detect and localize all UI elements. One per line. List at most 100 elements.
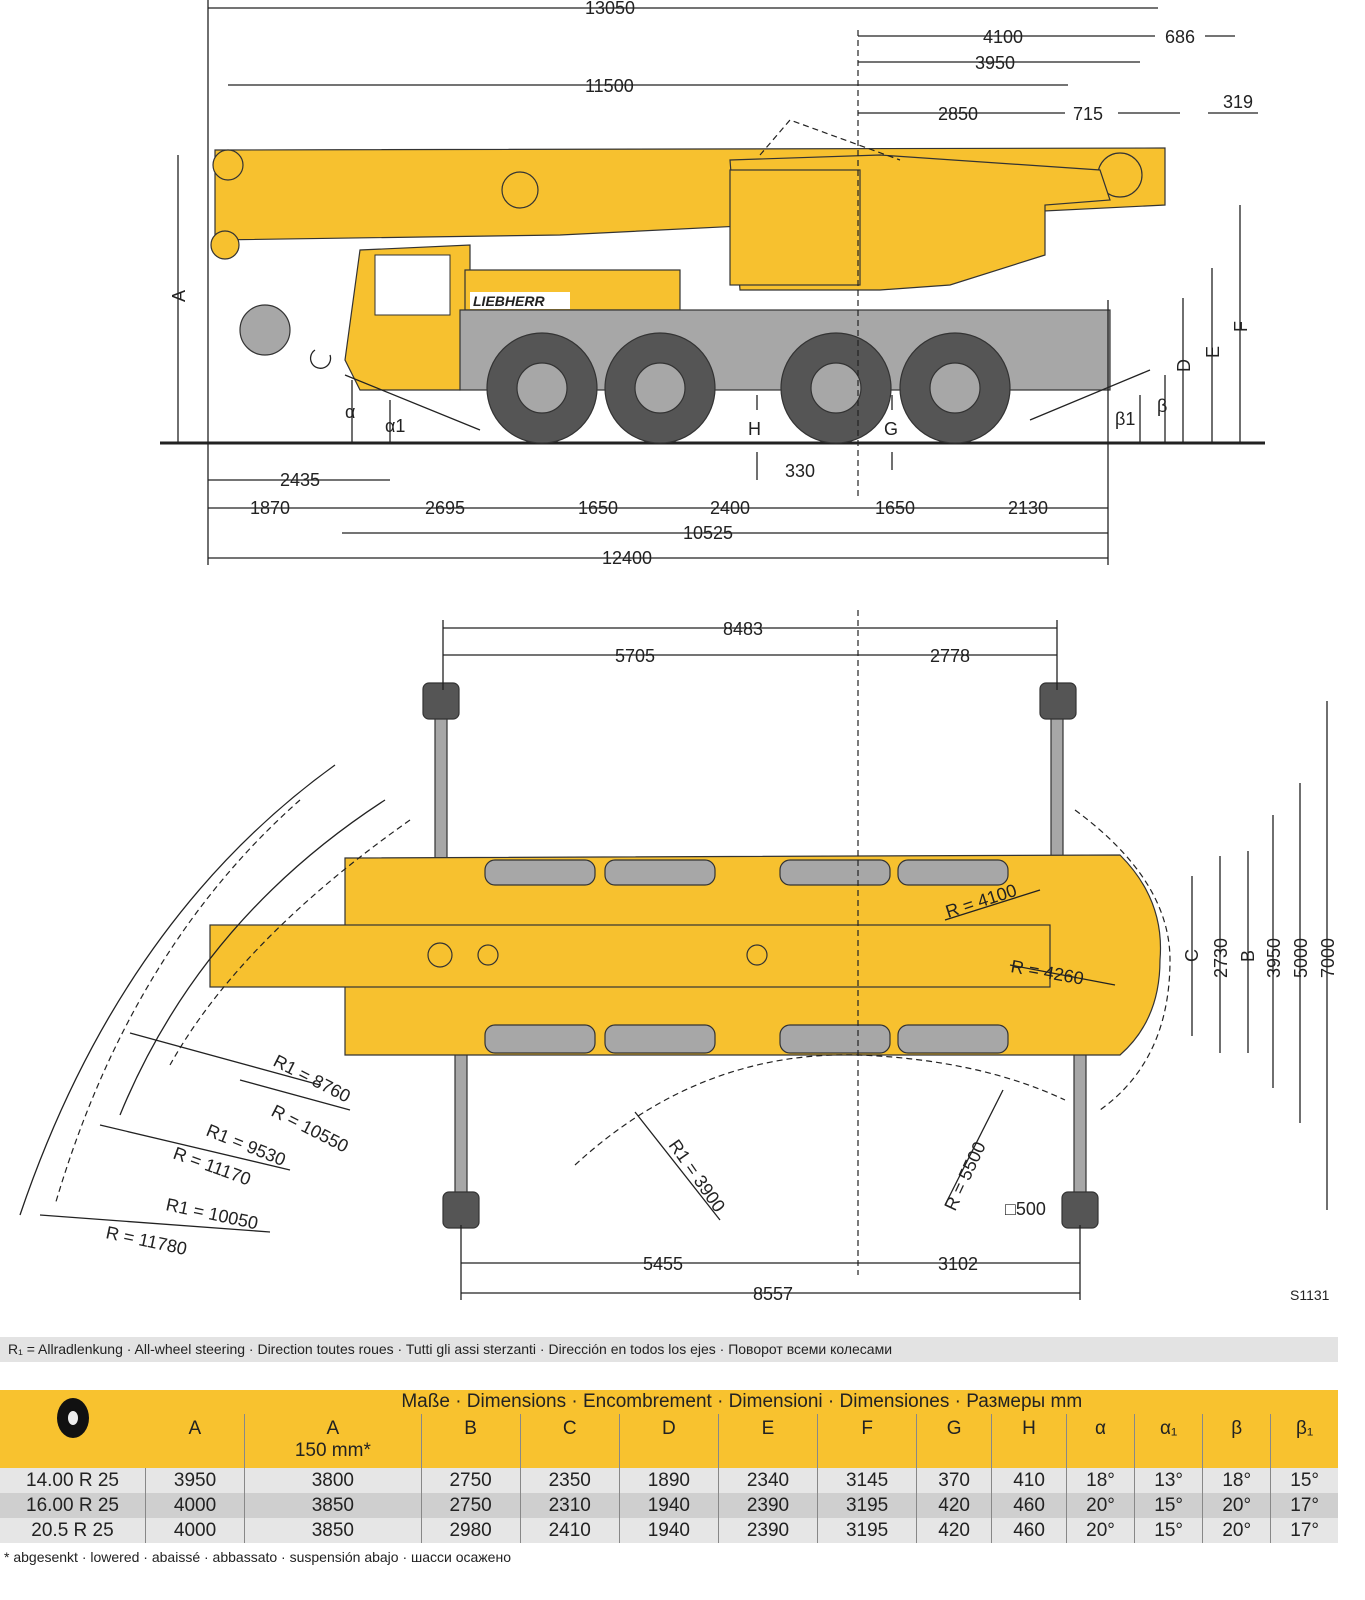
table-cell: 2350 xyxy=(519,1468,620,1493)
table-cell: 18° xyxy=(1065,1468,1135,1493)
table-cell: 3195 xyxy=(817,1518,917,1543)
turning-radius-arcs xyxy=(19,764,1171,1216)
tire-size-cell: 16.00 R 25 xyxy=(0,1493,146,1518)
side-view: LIEBHERR 13050 4100 686 3950 11500 2850 … xyxy=(160,0,1265,568)
table-cell: 420 xyxy=(916,1493,992,1518)
dim-13050: 13050 xyxy=(585,0,635,18)
cab-window xyxy=(374,254,451,316)
dim-2695: 2695 xyxy=(425,498,465,518)
sheave-top xyxy=(212,149,244,181)
tire-icon xyxy=(56,1398,89,1438)
table-cell: 1890 xyxy=(618,1468,719,1493)
angle-alpha: α xyxy=(345,402,355,422)
dim-2400: 2400 xyxy=(710,498,750,518)
dim-1870: 1870 xyxy=(250,498,290,518)
col-header: F xyxy=(817,1414,917,1468)
table-cell: 13° xyxy=(1134,1468,1203,1493)
wheels xyxy=(486,332,1011,444)
table-cell: 3145 xyxy=(817,1468,917,1493)
table-cell: 18° xyxy=(1202,1468,1271,1493)
col-header: D xyxy=(618,1414,719,1468)
tire-size-cell: 20.5 R 25 xyxy=(0,1518,146,1543)
col-header: G xyxy=(916,1414,992,1468)
col-header: A xyxy=(145,1414,245,1468)
dim-F: F xyxy=(1231,321,1251,332)
dim-pad-500: □500 xyxy=(1005,1199,1046,1219)
radius-r1-3900: R1 = 3900 xyxy=(665,1136,729,1216)
table-cell: 3850 xyxy=(244,1518,422,1543)
dim-2730: 2730 xyxy=(1211,938,1231,978)
table-cell: 15° xyxy=(1134,1518,1203,1543)
top-dimension-lines xyxy=(39,620,1328,1300)
dim-715: 715 xyxy=(1073,104,1103,124)
dim-8557: 8557 xyxy=(753,1284,793,1304)
table-cell: 3950 xyxy=(144,1468,245,1493)
dim-3950: 3950 xyxy=(975,53,1015,73)
table-title: Maße · Dimensions · Encombrement · Dimen… xyxy=(145,1390,1338,1414)
dim-2778: 2778 xyxy=(930,646,970,666)
table-cell: 20° xyxy=(1202,1518,1271,1543)
table-cell: 2340 xyxy=(717,1468,818,1493)
table-cell: 17° xyxy=(1270,1518,1338,1543)
dim-3950-top: 3950 xyxy=(1264,938,1284,978)
dim-G: G xyxy=(884,419,898,439)
sheave-bottom xyxy=(210,230,240,260)
table-cell: 4000 xyxy=(144,1493,245,1518)
dim-11500: 11500 xyxy=(585,76,634,96)
table-cell: 20° xyxy=(1065,1518,1135,1543)
dim-10525: 10525 xyxy=(683,523,733,543)
table-cell: 15° xyxy=(1270,1468,1338,1493)
table-cell: 2750 xyxy=(420,1468,521,1493)
dim-5705: 5705 xyxy=(615,646,655,666)
table-cell: 3195 xyxy=(817,1493,917,1518)
side-dimension-lines xyxy=(177,0,1258,565)
dim-1650-b: 1650 xyxy=(875,498,915,518)
table-cell: 460 xyxy=(991,1493,1067,1518)
dim-D: D xyxy=(1174,359,1194,372)
dim-1650-a: 1650 xyxy=(578,498,618,518)
brand-logo: LIEBHERR xyxy=(473,293,545,309)
col-header: β xyxy=(1202,1414,1271,1468)
hook-icon xyxy=(309,349,332,369)
dim-2435: 2435 xyxy=(280,470,320,490)
dim-H: H xyxy=(748,419,761,439)
angle-beta: β xyxy=(1157,396,1167,416)
col-header: β₁ xyxy=(1270,1414,1338,1468)
table-cell: 4000 xyxy=(144,1518,245,1543)
boom-top xyxy=(209,924,1051,988)
dimensions-table: Maße · Dimensions · Encombrement · Dimen… xyxy=(0,1390,1338,1543)
table-cell: 3850 xyxy=(244,1493,422,1518)
dim-E: E xyxy=(1203,346,1223,358)
outriggers xyxy=(422,682,1099,1229)
table-cell: 3800 xyxy=(244,1468,422,1493)
dim-5455: 5455 xyxy=(643,1254,683,1274)
boom-pivot xyxy=(501,171,539,209)
slew-clearance xyxy=(759,119,901,161)
radius-5500: R = 5500 xyxy=(940,1139,989,1214)
dim-2850: 2850 xyxy=(938,104,978,124)
table-cell: 2750 xyxy=(420,1493,521,1518)
tires-top xyxy=(484,859,1009,1054)
col-header: α xyxy=(1065,1414,1135,1468)
dim-686: 686 xyxy=(1165,27,1195,47)
dim-C: C xyxy=(1182,949,1202,962)
col-header: H xyxy=(991,1414,1067,1468)
table-cell: 420 xyxy=(916,1518,992,1543)
dim-A: A xyxy=(169,290,189,302)
side-dimension-labels: 13050 4100 686 3950 11500 2850 715 319 A… xyxy=(169,0,1253,568)
angle-alpha1: α1 xyxy=(385,416,405,436)
table-cell: 17° xyxy=(1270,1493,1338,1518)
dim-4100: 4100 xyxy=(983,27,1023,47)
table-cell: 410 xyxy=(991,1468,1067,1493)
dim-B: B xyxy=(1238,950,1258,962)
hook-block xyxy=(239,304,291,356)
tire-size-cell: 14.00 R 25 xyxy=(0,1468,146,1493)
dim-12400: 12400 xyxy=(602,548,652,568)
col-subheader: 150 mm* xyxy=(294,1440,371,1461)
angle-beta1: β1 xyxy=(1115,409,1135,429)
